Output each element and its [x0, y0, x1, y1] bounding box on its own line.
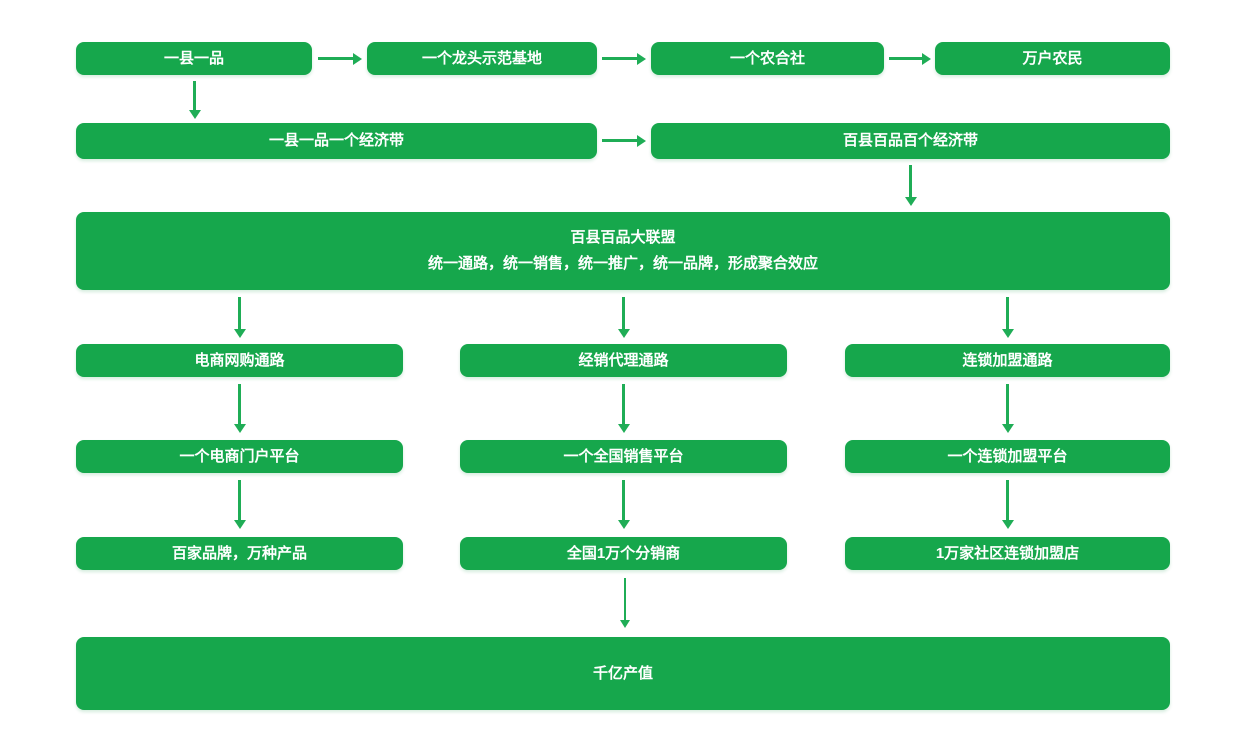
node-one-county-economic-belt: 一县一品一个经济带 [76, 123, 597, 159]
arrow-right-icon [889, 52, 931, 65]
arrow-head [922, 52, 931, 65]
arrow-stem [889, 57, 922, 60]
arrow-head [233, 424, 246, 433]
arrow-head [637, 52, 646, 65]
node-platform-national-sales: 一个全国销售平台 [460, 440, 787, 473]
node-result-brands-products: 百家品牌，万种产品 [76, 537, 403, 570]
arrow-stem [602, 57, 637, 60]
arrow-stem [238, 384, 241, 424]
arrow-down-icon [904, 165, 917, 206]
node-platform-ecommerce-portal: 一个电商门户平台 [76, 440, 403, 473]
arrow-head [637, 134, 646, 147]
node-one-county-one-product: 一县一品 [76, 42, 312, 75]
node-channel-franchise: 连锁加盟通路 [845, 344, 1170, 377]
arrow-down-icon [1001, 384, 1014, 433]
arrow-head [188, 110, 201, 119]
arrow-down-icon [617, 384, 630, 433]
arrow-stem [238, 297, 241, 329]
arrow-stem [622, 297, 625, 329]
node-platform-franchise: 一个连锁加盟平台 [845, 440, 1170, 473]
arrow-right-icon [602, 134, 646, 147]
node-channel-ecommerce: 电商网购通路 [76, 344, 403, 377]
arrow-head [617, 424, 630, 433]
arrow-head [1001, 329, 1014, 338]
arrow-down-icon [233, 297, 246, 338]
node-result-franchise-stores: 1万家社区连锁加盟店 [845, 537, 1170, 570]
arrow-stem [622, 384, 625, 424]
node-alliance: 百县百品大联盟 统一通路，统一销售，统一推广，统一品牌，形成聚合效应 [76, 212, 1170, 290]
node-farmers-cooperative: 一个农合社 [651, 42, 884, 75]
arrow-stem [318, 57, 353, 60]
arrow-head [619, 620, 630, 628]
arrow-head [617, 520, 630, 529]
node-hundred-county-economic-belts: 百县百品百个经济带 [651, 123, 1170, 159]
arrow-head [233, 520, 246, 529]
arrow-stem [193, 81, 196, 110]
arrow-stem [623, 578, 626, 620]
node-hundred-billion-output: 千亿产值 [76, 637, 1170, 710]
node-channel-distribution: 经销代理通路 [460, 344, 787, 377]
arrow-head [617, 329, 630, 338]
arrow-stem [238, 480, 241, 520]
node-ten-thousand-farmers: 万户农民 [935, 42, 1170, 75]
arrow-down-icon [233, 384, 246, 433]
arrow-down-icon [618, 578, 631, 628]
arrow-head [233, 329, 246, 338]
arrow-head [904, 197, 917, 206]
arrow-down-icon [233, 480, 246, 529]
arrow-head [1001, 424, 1014, 433]
arrow-down-icon [617, 480, 630, 529]
alliance-subtitle: 统一通路，统一销售，统一推广，统一品牌，形成聚合效应 [427, 255, 818, 272]
arrow-stem [1006, 297, 1009, 329]
arrow-down-icon [188, 81, 201, 119]
arrow-head [1001, 520, 1014, 529]
node-leading-demo-base: 一个龙头示范基地 [367, 42, 597, 75]
alliance-title: 百县百品大联盟 [570, 229, 676, 246]
arrow-stem [1006, 480, 1009, 520]
arrow-stem [622, 480, 625, 520]
arrow-head [353, 52, 362, 65]
arrow-stem [602, 139, 637, 142]
arrow-down-icon [1001, 480, 1014, 529]
arrow-stem [909, 165, 912, 197]
arrow-down-icon [1001, 297, 1014, 338]
arrow-right-icon [318, 52, 362, 65]
arrow-down-icon [617, 297, 630, 338]
node-result-distributors: 全国1万个分销商 [460, 537, 787, 570]
arrow-stem [1006, 384, 1009, 424]
arrow-right-icon [602, 52, 646, 65]
